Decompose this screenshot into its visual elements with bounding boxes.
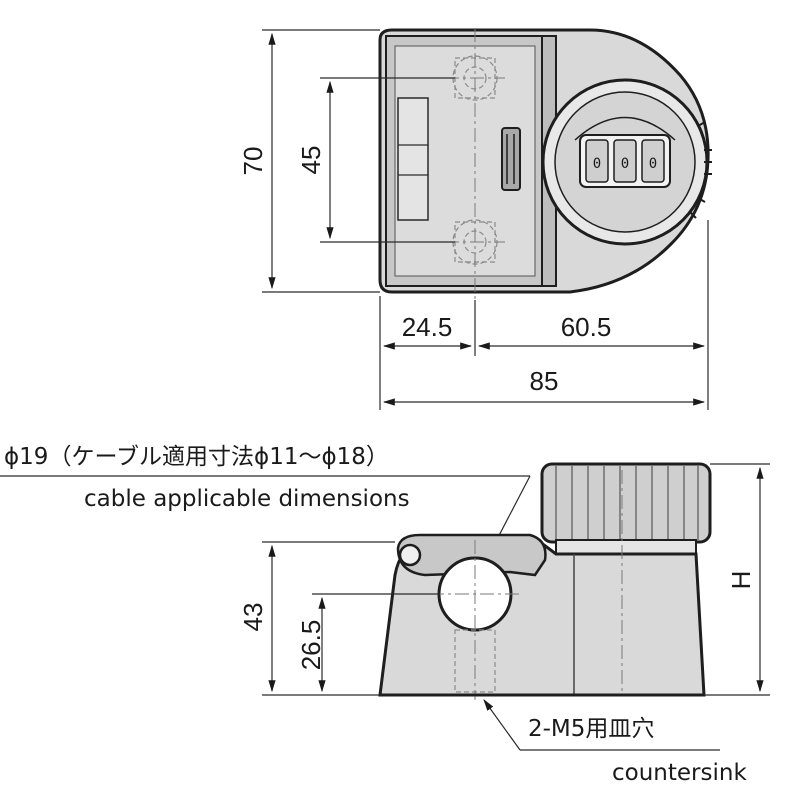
- dial-digit: 0: [593, 156, 601, 172]
- dim-label-45: 45: [296, 146, 326, 175]
- hinge-strip: [397, 97, 429, 221]
- dim-width-85: 85: [382, 366, 706, 406]
- combination-dial: 0 0 0: [541, 78, 712, 246]
- dim-label-85: 85: [530, 366, 559, 396]
- clamp-arm: [396, 533, 547, 577]
- dial-wheels: 0 0 0: [585, 139, 665, 183]
- dim-label-26-5: 26.5: [296, 620, 326, 671]
- countersink-label-en: countersink: [612, 760, 747, 786]
- dial-digit: 0: [621, 156, 629, 172]
- dim-label-24-5: 24.5: [402, 312, 453, 342]
- dial-digit: 0: [649, 156, 657, 172]
- dim-width-24-5: 24.5: [382, 312, 473, 350]
- dim-height-43: 43: [238, 541, 395, 696]
- latch: [501, 127, 521, 191]
- countersink-label-jp: 2-M5用皿穴: [528, 716, 654, 742]
- side-view: ϕ19（ケーブル適用寸法ϕ11～ϕ18） cable applicable di…: [0, 444, 770, 786]
- dim-width-60-5: 60.5: [477, 312, 706, 350]
- dial-cap: [540, 462, 712, 555]
- cable-note-en: cable applicable dimensions: [84, 486, 410, 512]
- dim-label-70: 70: [238, 147, 268, 176]
- dim-label-43: 43: [238, 603, 268, 632]
- dim-label-60-5: 60.5: [561, 312, 612, 342]
- countersink-note: 2-M5用皿穴 countersink: [483, 699, 747, 786]
- hinge-pin: [398, 543, 422, 567]
- dim-height-45: 45: [296, 77, 455, 243]
- cable-diameter-note: ϕ19（ケーブル適用寸法ϕ11～ϕ18）: [4, 444, 389, 470]
- dim-height-70: 70: [238, 29, 380, 293]
- top-view: 0 0 0 70 45: [238, 28, 712, 410]
- dim-label-H: H: [726, 571, 756, 590]
- dim-height-26-5: 26.5: [296, 593, 440, 693]
- dim-height-H: H: [704, 463, 770, 696]
